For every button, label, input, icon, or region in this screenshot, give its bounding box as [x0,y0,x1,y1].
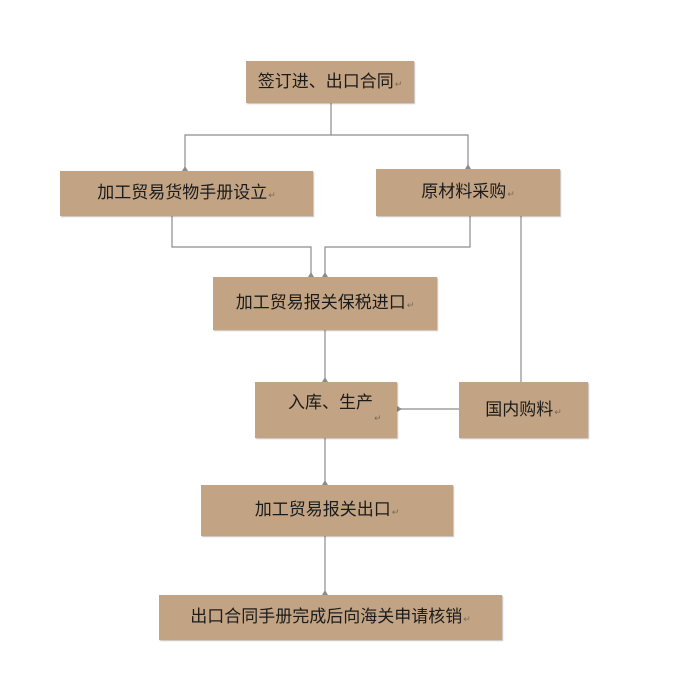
paragraph-mark: ↵ [463,615,471,625]
node-domestic-purchase-label: 国内购料 [485,399,554,420]
paragraph-mark: ↵ [394,79,403,90]
connector-raw-to-import [324,216,471,277]
paragraph-mark: ↵ [554,407,562,418]
node-domestic-purchase: 国内购料↵ [459,382,588,438]
node-sign-contract-label: 签订进、出口合同 [257,71,394,92]
connector-manual-to-import [171,216,312,277]
node-manual-setup: 加工贸易货物手册设立↵ [60,171,313,216]
node-raw-purchase: 原材料采购↵ [376,169,560,216]
node-storage-production: 入库、生产↵ [255,382,397,438]
connector-contract-split [184,103,332,171]
paragraph-mark: ↵ [374,414,382,424]
node-bonded-import-label: 加工贸易报关保税进口 [235,293,406,313]
paragraph-mark: ↵ [507,190,515,200]
node-export-declaration: 加工贸易报关出口↵ [201,485,453,536]
paragraph-mark: ↵ [391,508,400,518]
paragraph-mark: ↵ [406,301,415,311]
node-export-declaration-label: 加工贸易报关出口 [254,500,391,520]
node-verification-label: 出口合同手册完成后向海关申请核销 [190,607,463,627]
connector-contract-to-raw [331,134,469,169]
paragraph-mark: ↵ [268,191,276,201]
node-storage-production-label: 入库、生产 [288,393,373,413]
node-manual-setup-label: 加工贸易货物手册设立 [97,183,268,203]
node-bonded-import: 加工贸易报关保税进口↵ [213,277,437,330]
node-verification: 出口合同手册完成后向海关申请核销↵ [159,595,502,640]
node-raw-purchase-label: 原材料采购 [421,182,507,202]
node-sign-contract: 签订进、出口合同↵ [246,61,414,103]
